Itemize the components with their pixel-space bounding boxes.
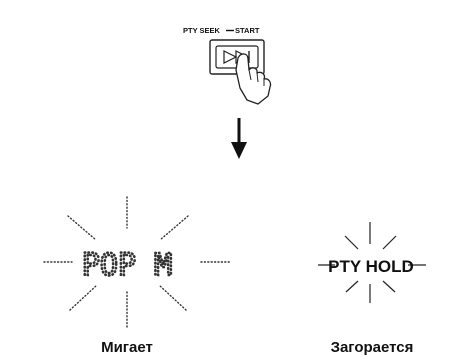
button-label-left: PTY SEEK	[183, 26, 221, 35]
blinking-display-text: POP M	[82, 248, 172, 283]
lit-caption: Загорается	[331, 339, 414, 356]
blink-rays	[43, 196, 232, 328]
button-label: PTY SEEK START	[183, 26, 260, 35]
pressing-hand-icon	[235, 53, 272, 105]
lit-display: PTY HOLD	[318, 222, 426, 303]
blinking-display: POP M	[43, 196, 232, 328]
blinking-caption: Мигает	[101, 339, 153, 356]
button-label-right: START	[235, 26, 260, 35]
lit-display-text: PTY HOLD	[328, 257, 414, 276]
down-arrow-icon	[231, 118, 247, 159]
lit-rays	[318, 222, 426, 303]
